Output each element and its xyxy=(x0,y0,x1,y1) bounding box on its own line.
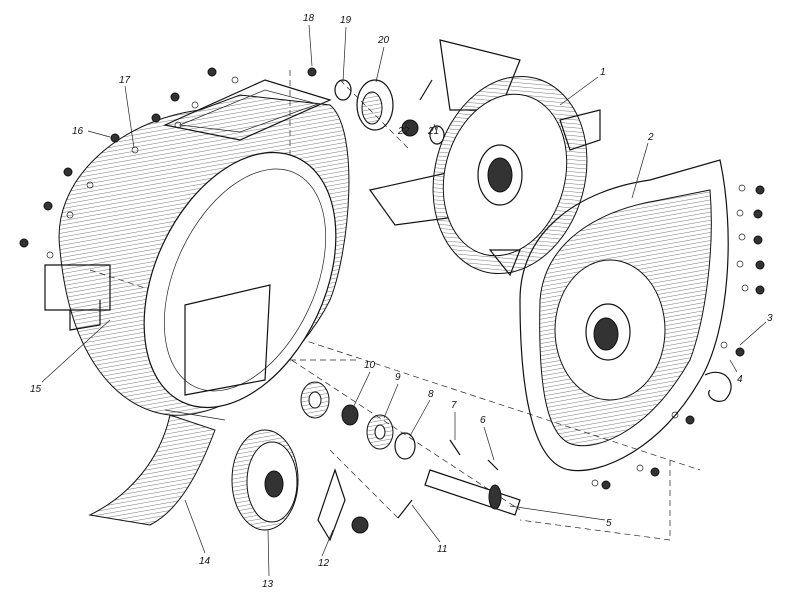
inlet-parts xyxy=(334,79,445,145)
callout-3: 3 xyxy=(767,313,773,324)
callout-15: 15 xyxy=(30,384,42,395)
rear-cover xyxy=(519,159,732,472)
callout-20: 20 xyxy=(377,35,390,46)
cover-bolts xyxy=(591,184,765,490)
leader-lines xyxy=(41,24,767,577)
callout-6: 6 xyxy=(480,415,486,426)
pulley-parts xyxy=(231,429,413,542)
shaft-assembly xyxy=(300,381,521,516)
callout-18: 18 xyxy=(303,13,315,24)
callout-14: 14 xyxy=(199,556,211,567)
callout-4: 4 xyxy=(737,374,743,385)
impeller xyxy=(368,39,601,277)
callout-12: 12 xyxy=(318,558,330,569)
callout-10: 10 xyxy=(364,360,376,371)
callout-16: 16 xyxy=(72,126,84,137)
fan-housing xyxy=(44,79,350,416)
callout-1: 1 xyxy=(600,67,606,78)
callout-8: 8 xyxy=(428,389,434,400)
callout-19: 19 xyxy=(340,15,352,26)
callout-2: 2 xyxy=(647,132,654,143)
callout-22: 22 xyxy=(397,126,410,137)
callout-21: 21 xyxy=(427,126,439,137)
callout-11: 11 xyxy=(437,544,447,555)
callout-5: 5 xyxy=(606,518,612,529)
callout-7: 7 xyxy=(451,400,457,411)
callout-17: 17 xyxy=(119,75,131,86)
housing-bolts xyxy=(19,67,317,259)
callout-labels: 1 2 3 4 5 6 7 8 9 10 11 12 13 14 15 16 1… xyxy=(30,13,773,590)
callout-9: 9 xyxy=(395,372,401,383)
callout-13: 13 xyxy=(262,579,274,590)
outlet-flap xyxy=(88,409,226,526)
